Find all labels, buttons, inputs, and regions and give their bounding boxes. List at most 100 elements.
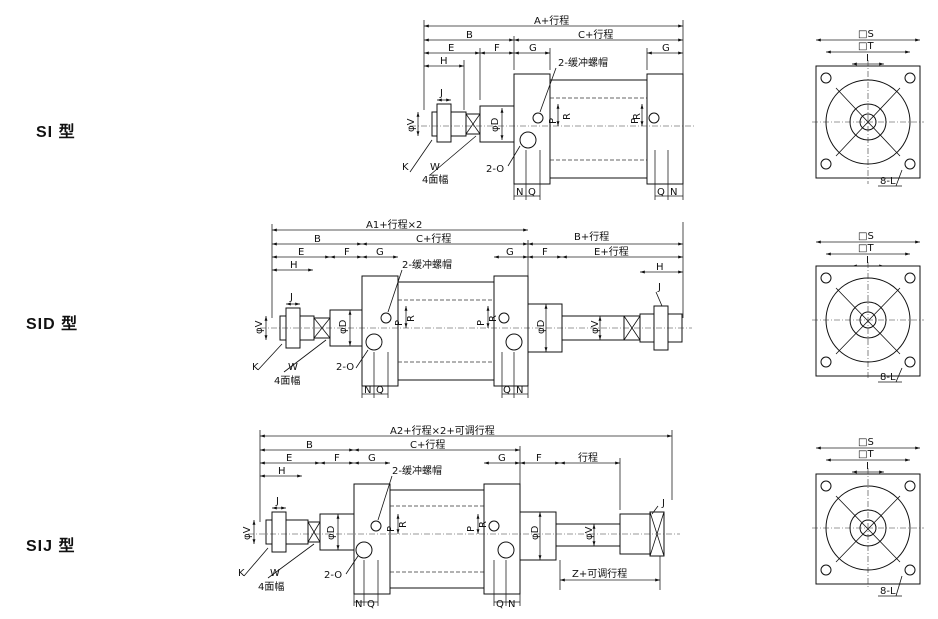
- si-end-view: [812, 38, 924, 187]
- si-front-view: [409, 20, 695, 200]
- sij-dim-d: φD: [326, 525, 337, 540]
- sid-dim-p1: P: [394, 320, 405, 326]
- si-end-t: □T: [858, 41, 874, 52]
- sij-dim-j: J: [275, 496, 279, 507]
- sid-dim-b: B: [314, 234, 321, 245]
- sij-end-view: [812, 446, 924, 597]
- sid-dim-c: C+行程: [416, 232, 451, 245]
- sid-dim-d: φD: [338, 319, 349, 334]
- sid-dim-b-right: B+行程: [574, 230, 609, 243]
- sij-dim-c: C+行程: [410, 438, 445, 451]
- sid-dim-w: W: [288, 362, 298, 373]
- si-dim-r1: R: [562, 113, 573, 120]
- si-dim-g1: G: [529, 43, 537, 54]
- sij-dim-v: φV: [242, 526, 253, 540]
- si-dim-k: K: [402, 162, 409, 173]
- sid-front-view: [257, 222, 692, 398]
- sij-dim-g2: G: [498, 453, 506, 464]
- sij-across-flats: 4面幅: [258, 580, 284, 593]
- sid-dim-h: H: [290, 260, 298, 271]
- sij-cushion-nut: 2-缓冲螺帽: [392, 464, 442, 477]
- si-dim-r2: R: [632, 113, 643, 120]
- sij-labels: A2+行程×2+可调行程 B C+行程 E F G G F 行程 H J J 2…: [238, 424, 665, 610]
- sij-port-o: 2-O: [324, 570, 342, 581]
- sij-dim-r2: R: [478, 521, 489, 528]
- si-dim-a: A+行程: [534, 14, 569, 27]
- si-across-flats: 4面幅: [422, 173, 448, 186]
- sid-dim-f: F: [344, 247, 350, 258]
- si-end-labels: □S □T I 8-L: [858, 29, 896, 187]
- sij-end-i: I: [866, 461, 869, 472]
- sid-end-labels: □S □T I 8-L: [858, 231, 896, 383]
- si-dim-d: φD: [490, 117, 501, 132]
- sij-dim-stroke: 行程: [578, 451, 598, 464]
- sij-dim-g1: G: [368, 453, 376, 464]
- si-dim-q1: Q: [528, 187, 536, 198]
- si-dim-b: B: [466, 30, 473, 41]
- si-end-l: 8-L: [880, 176, 896, 187]
- sid-dim-r2: R: [488, 315, 499, 322]
- sid-end-s: □S: [858, 231, 874, 242]
- sij-dim-q2: Q: [496, 599, 504, 610]
- sid-end-i: I: [866, 255, 869, 266]
- si-dim-j: J: [439, 88, 443, 99]
- si-cushion-nut: 2-缓冲螺帽: [558, 56, 608, 69]
- sid-dim-q2: Q: [503, 385, 511, 396]
- sid-dim-f2: F: [542, 247, 548, 258]
- sij-dim-z: Z+可调行程: [572, 567, 627, 580]
- si-dim-n1: N: [516, 187, 523, 198]
- sid-dim-v: φV: [254, 320, 265, 334]
- sij-dim-q1: Q: [367, 599, 375, 610]
- sid-dim-d2: φD: [536, 319, 547, 334]
- sid-dim-j-right: J: [657, 282, 661, 293]
- si-dim-f: F: [494, 43, 500, 54]
- sid-dim-g2: G: [506, 247, 514, 258]
- si-port-o: 2-O: [486, 164, 504, 175]
- sij-dim-w: W: [270, 568, 280, 579]
- sij-front-view: [243, 430, 680, 606]
- si-dim-p1: P: [548, 118, 559, 124]
- sid-dim-n2: N: [516, 385, 523, 396]
- sij-dim-f: F: [334, 453, 340, 464]
- sij-dim-v2: φV: [584, 526, 595, 540]
- si-labels: A+行程 B C+行程 E F G G H J 2-缓冲螺帽 φV φD P R…: [402, 14, 677, 198]
- sid-cushion-nut: 2-缓冲螺帽: [402, 258, 452, 271]
- sid-labels: A1+行程×2 B C+行程 B+行程 E F G G F E+行程 H H J…: [252, 218, 664, 396]
- si-dim-c: C+行程: [578, 28, 613, 41]
- sid-dim-v2: φV: [590, 320, 601, 334]
- sij-dim-f2: F: [536, 453, 542, 464]
- sij-end-s: □S: [858, 437, 874, 448]
- model-label-sij: SIJ 型: [26, 538, 76, 555]
- sid-dim-r1: R: [406, 315, 417, 322]
- sid-dim-g1: G: [376, 247, 384, 258]
- sij-end-t: □T: [858, 449, 874, 460]
- sij-dim-r1: R: [398, 521, 409, 528]
- si-dim-w: W: [430, 162, 440, 173]
- sij-dim-d2: φD: [530, 525, 541, 540]
- sid-port-o: 2-O: [336, 362, 354, 373]
- si-end-s: □S: [858, 29, 874, 40]
- sid-end-l: 8-L: [880, 372, 896, 383]
- sij-dim-a: A2+行程×2+可调行程: [390, 424, 495, 437]
- sid-dim-a: A1+行程×2: [366, 218, 422, 231]
- sij-dim-p2: P: [466, 526, 477, 532]
- sij-end-labels: □S □T I 8-L: [858, 437, 896, 597]
- si-dim-v: φV: [406, 118, 417, 132]
- sid-dim-n1: N: [364, 385, 371, 396]
- sid-dim-e-right: E+行程: [594, 245, 629, 258]
- sij-dim-k: K: [238, 568, 245, 579]
- sij-dim-h: H: [278, 466, 286, 477]
- si-dim-h: H: [440, 56, 448, 67]
- model-label-si: SI 型: [36, 124, 76, 141]
- si-dim-q2: Q: [657, 187, 665, 198]
- sij-dim-b: B: [306, 440, 313, 451]
- sij-end-l: 8-L: [880, 586, 896, 597]
- sij-dim-p1: P: [386, 526, 397, 532]
- sid-dim-h-right: H: [656, 262, 664, 273]
- sid-end-t: □T: [858, 243, 874, 254]
- sid-dim-q1: Q: [376, 385, 384, 396]
- sij-dim-n2: N: [508, 599, 515, 610]
- si-dim-e: E: [448, 43, 454, 54]
- sid-end-view: [812, 240, 924, 383]
